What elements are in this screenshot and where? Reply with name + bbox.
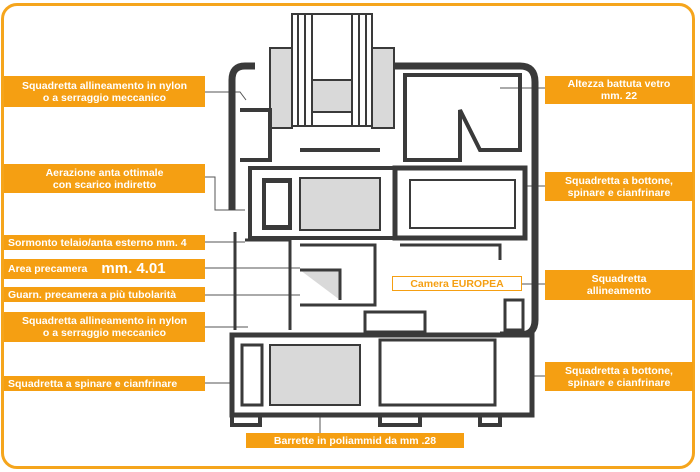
label-camera-europea: Camera EUROPEA	[392, 276, 522, 291]
label-guarnizione: Guarn. precamera a più tubolarità	[4, 287, 205, 302]
label-bottone-top: Squadretta a bottone, spinare e cianfrin…	[545, 172, 693, 201]
label-spinare-left: Squadretta a spinare e cianfrinare	[4, 376, 205, 391]
leader-aerazione	[205, 176, 245, 211]
label-aerazione: Aerazione anta ottimale con scarico indi…	[4, 164, 205, 193]
leader-nylon-top	[205, 91, 247, 101]
label-area-precamera: Area precamera mm. 4.01	[4, 259, 205, 279]
glass-bead	[269, 13, 395, 129]
area-text: Area precamera	[8, 263, 88, 275]
label-bottone-bottom: Squadretta a bottone, spinare e cianfrin…	[545, 362, 693, 391]
diagram-frame	[1, 3, 695, 469]
label-sormonto: Sormonto telaio/anta esterno mm. 4	[4, 235, 205, 250]
label-allineamento-right: Squadretta allineamento	[545, 270, 693, 300]
label-barrette: Barrette in poliammid da mm .28	[246, 433, 464, 448]
upper-thermal-section	[248, 165, 528, 241]
label-squadretta-nylon-bottom: Squadretta allineamento in nylon o a ser…	[4, 312, 205, 342]
middle-section	[233, 232, 525, 332]
sash-inner-walls	[240, 73, 522, 162]
area-value: mm. 4.01	[101, 260, 166, 277]
lower-thermal-section	[229, 310, 535, 427]
label-squadretta-nylon-top: Squadretta allineamento in nylon o a ser…	[4, 76, 205, 107]
label-altezza-battuta: Altezza battuta vetro mm. 22	[545, 76, 693, 104]
